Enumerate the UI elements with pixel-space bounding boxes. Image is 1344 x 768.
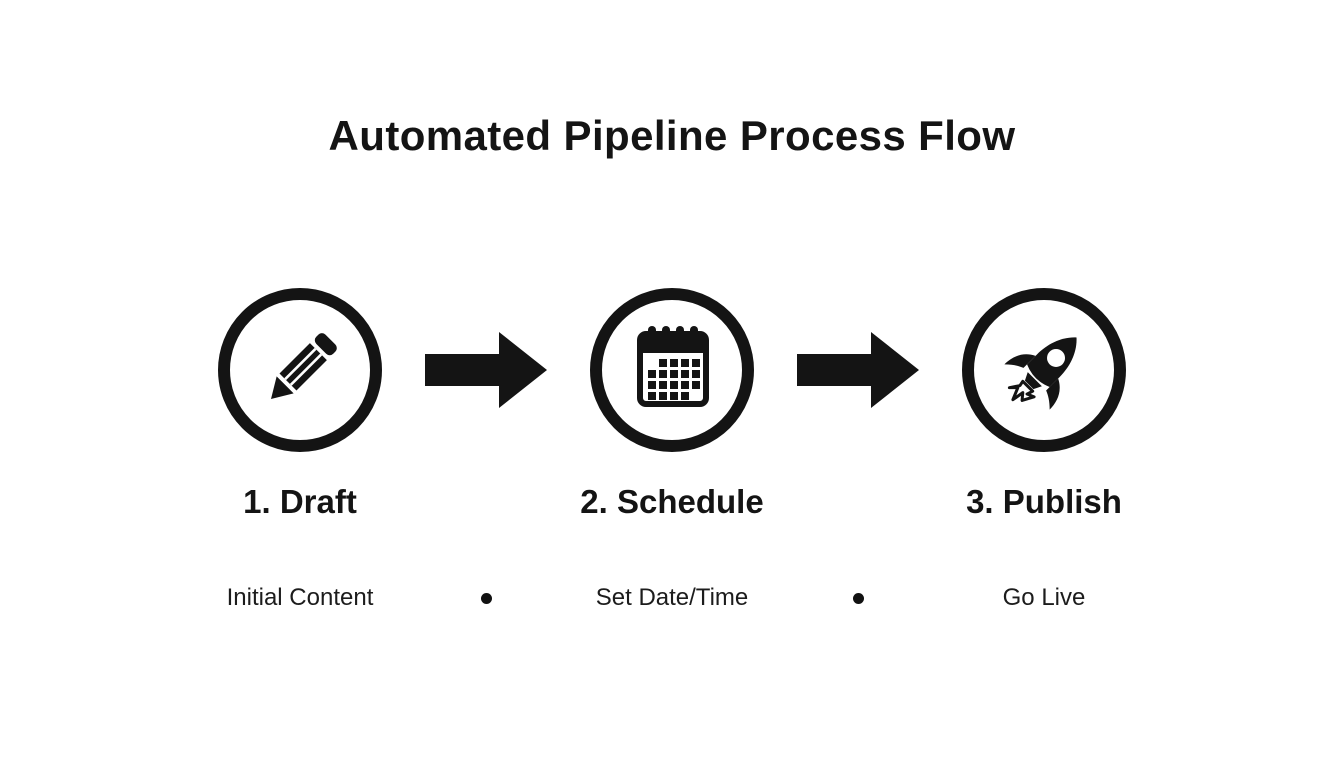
labels-row: 1. Draft 2. Schedule 3. Publish (0, 482, 1344, 522)
step-circle-schedule (590, 288, 754, 452)
step-circle-publish (962, 288, 1126, 452)
arrow-right-icon (797, 332, 919, 408)
sub-label-schedule: Set Date/Time (595, 584, 749, 611)
sub-label-publish: Go Live (1002, 584, 1086, 611)
icons-row (0, 288, 1344, 452)
arrow-right-icon (425, 332, 547, 408)
sub-label-draft: Initial Content (226, 584, 374, 611)
sublabels-row: Initial Content Set Date/Time Go Live (0, 584, 1344, 612)
process-flow: 1. Draft 2. Schedule 3. Publish Initial … (0, 288, 1344, 612)
diagram-title: Automated Pipeline Process Flow (328, 112, 1016, 159)
rocket-icon (1004, 337, 1077, 410)
step-label-schedule: 2. Schedule (580, 483, 764, 520)
step-circle-draft (218, 288, 382, 452)
step-label-publish: 3. Publish (966, 483, 1122, 520)
step-label-draft: 1. Draft (243, 483, 357, 520)
pencil-icon (271, 333, 337, 399)
calendar-icon (637, 326, 709, 407)
bullet-dot (852, 592, 864, 604)
bullet-dot (480, 592, 492, 604)
